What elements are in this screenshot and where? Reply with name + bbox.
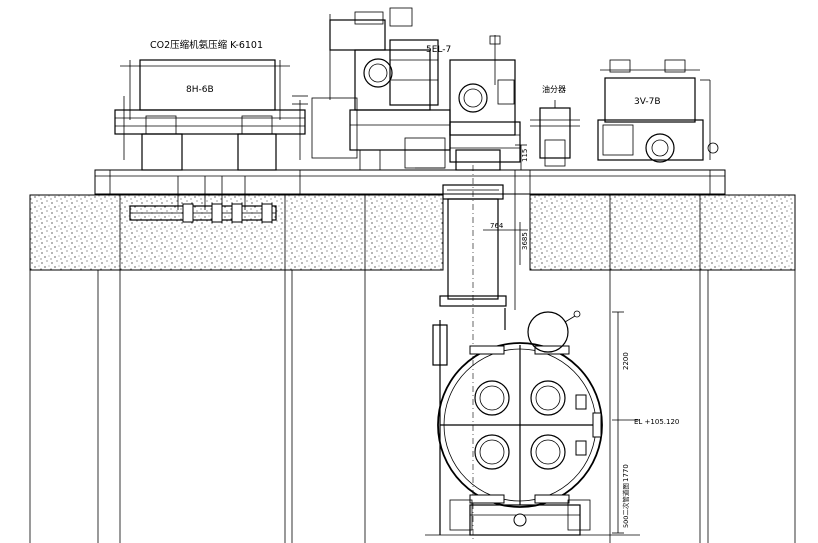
dimension-2200: 2200: [622, 352, 630, 370]
compressor-label: CO2压缩机氨压缩 K-6101: [150, 39, 263, 51]
right-unit: [597, 59, 719, 163]
dimension-115: 115: [521, 149, 529, 162]
pump-column: [449, 35, 521, 171]
oil-separator-label: 油分器: [542, 84, 566, 94]
steel-platform: [94, 169, 726, 195]
condenser-vessel: [432, 308, 603, 536]
motor-unit: [311, 7, 451, 170]
dimension-1770: 1770: [622, 464, 630, 482]
dimension-764: 764: [490, 222, 504, 230]
dimension-lines: [483, 144, 640, 534]
right-unit-model-label: 3V-7B: [634, 97, 661, 107]
bottom-note: 500二次管道图: [621, 483, 630, 528]
compressor-model-label: 8H-6B: [186, 85, 214, 95]
motor-label: 5EL-7: [426, 45, 451, 55]
oil-separator: [530, 100, 580, 167]
dimension-3685: 3685: [521, 232, 529, 250]
elevation-label: EL +105.120: [634, 418, 679, 426]
compressor-unit: [114, 59, 308, 223]
